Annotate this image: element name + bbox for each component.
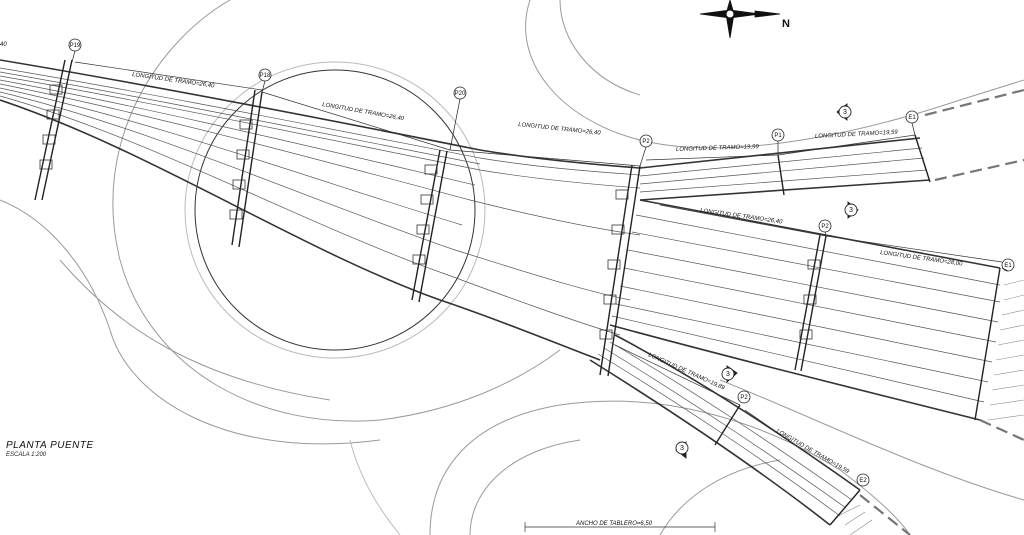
- section-mark-label: 3: [843, 109, 847, 116]
- section-mark-label: 3: [726, 371, 730, 378]
- pier-bubbles: [68, 38, 1015, 487]
- north-arrow: N: [699, 0, 790, 39]
- edge-dimension-label: 40: [0, 42, 7, 48]
- section-mark-numbers: 3 3 3 3: [680, 109, 853, 452]
- section-mark-label: 3: [849, 207, 853, 214]
- span-label: LONGITUD DE TRAMO=19,89: [647, 352, 726, 391]
- pier-bubble-stems: [71, 50, 1009, 272]
- deck-width-label: ANCHO DE TABLERO=6,50: [575, 521, 653, 527]
- north-arrow-icon: [699, 0, 781, 39]
- span-label: LONGITUD DE TRAMO=26,40: [518, 122, 602, 137]
- approach-dashes: [859, 88, 1024, 535]
- pier-label: E1: [1004, 263, 1012, 269]
- span-label: LONGITUD DE TRAMO=26,40: [322, 102, 405, 122]
- clearance-circles: [184, 61, 486, 359]
- pier-label: P1: [774, 133, 782, 139]
- span-label: LONGITUD DE TRAMO=19,99: [676, 144, 760, 153]
- upper-branch-deck: [639, 137, 931, 201]
- section-markers: [675, 103, 859, 459]
- pier-label: E1: [908, 115, 916, 121]
- span-label: LONGITUD DE TRAMO=26,40: [700, 208, 784, 226]
- pier-lines: [34, 59, 1001, 526]
- right-deck: [609, 199, 1001, 421]
- pier-label: P2: [740, 395, 748, 401]
- main-deck: [0, 59, 641, 361]
- pier-label: P19: [70, 43, 81, 49]
- lower-branch-deck: [589, 334, 861, 526]
- section-mark-label: 3: [680, 445, 684, 452]
- pier-label: P2: [642, 139, 650, 145]
- pier-bearings: [39, 84, 821, 340]
- span-label: LONGITUD DE TRAMO=19,59: [775, 429, 850, 476]
- abutment-hatch: [839, 279, 1024, 535]
- pier-label: P18: [260, 73, 271, 79]
- drawing-title: PLANTA PUENTE: [6, 440, 94, 451]
- pier-label: E2: [859, 478, 867, 484]
- pier-label: P20: [455, 91, 466, 97]
- pier-label: P2: [821, 224, 829, 230]
- north-label: N: [782, 18, 790, 30]
- pier-labels: P19 P18 P20 P2 P1 E1 P2 E1 P2 E2: [70, 43, 1013, 484]
- span-label: LONGITUD DE TRAMO=19,59: [815, 130, 899, 140]
- dimension-lines: [74, 61, 1003, 532]
- title-block: PLANTA PUENTE ESCALA 1:200: [6, 440, 94, 458]
- drawing-scale: ESCALA 1:200: [6, 452, 47, 458]
